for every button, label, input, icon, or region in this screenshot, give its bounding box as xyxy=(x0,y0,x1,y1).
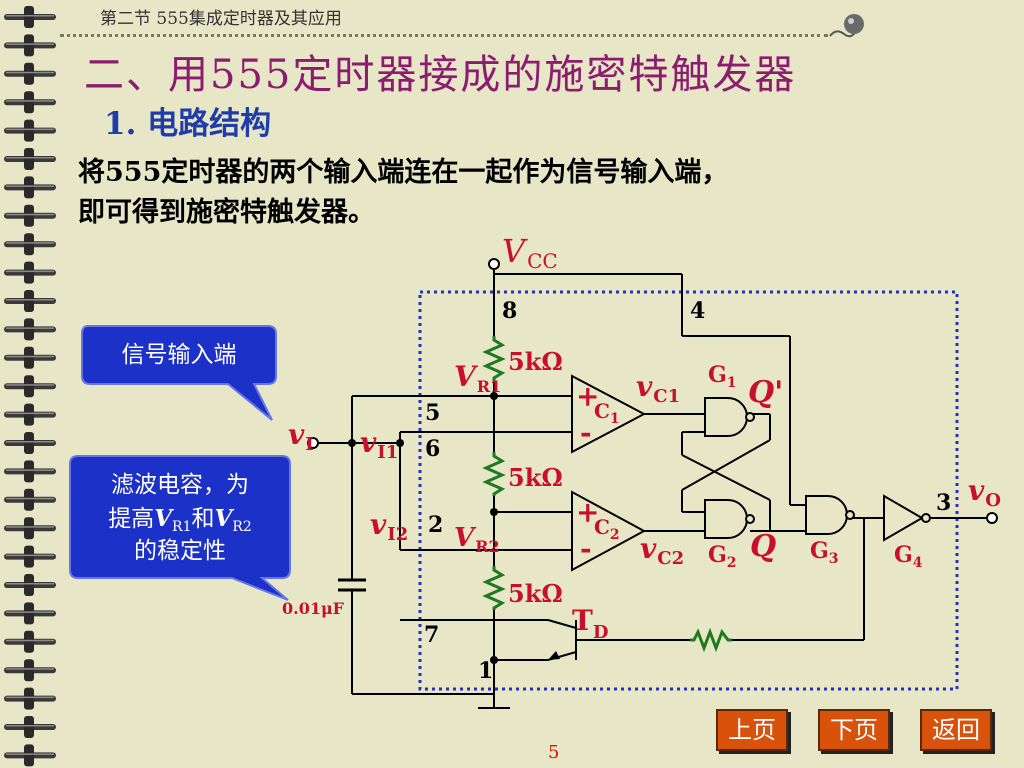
resistor-feedback xyxy=(690,627,732,653)
callout-filter-line-1: 滤波电容，为 xyxy=(111,472,249,498)
binding-ring xyxy=(4,91,56,114)
vo-label: vO xyxy=(968,474,1001,511)
capacitor-label: 0.01μF xyxy=(282,599,345,618)
resistor-r1-label: 5kΩ xyxy=(508,347,563,376)
pin-1-label: 1 xyxy=(478,658,493,684)
callout-filter-capacitor xyxy=(69,455,291,601)
transistor-td-label: TD xyxy=(572,604,608,643)
binding-ring xyxy=(4,148,56,170)
gate-g3-label: G3 xyxy=(810,538,839,567)
comparator-c2-label: C2 xyxy=(594,515,620,543)
notebook-binding xyxy=(4,6,56,767)
comparator-c2 xyxy=(571,490,647,572)
gate-g4 xyxy=(883,494,924,542)
binding-ring xyxy=(4,517,56,540)
binding-ring xyxy=(4,630,56,653)
chip-boundary xyxy=(418,290,959,691)
binding-ring xyxy=(4,432,56,454)
prev-page-button[interactable]: 上页 xyxy=(716,709,788,751)
q-prime-label: Q' xyxy=(748,375,783,410)
section-subtitle: 1. 电路结构 xyxy=(104,106,272,142)
gate-g1 xyxy=(704,397,748,437)
comparator-c1-label: C1 xyxy=(594,399,620,427)
comparator-c2-plus: + xyxy=(576,496,599,529)
binding-ring xyxy=(4,659,56,682)
binding-ring xyxy=(4,261,56,284)
pin-6-label: 6 xyxy=(425,436,440,462)
resistor-r3-label: 5kΩ xyxy=(508,579,563,608)
header-divider xyxy=(60,34,828,37)
vi-label: vI xyxy=(288,418,314,455)
binding-ring xyxy=(4,375,56,398)
pin-5-label: 5 xyxy=(425,400,440,426)
resistor-r3 xyxy=(482,566,506,610)
vr1-label: VR1 xyxy=(454,360,501,396)
callout-signal-input-text: 信号输入端 xyxy=(122,342,237,368)
vo-terminal xyxy=(986,512,998,524)
binding-ring xyxy=(4,716,56,738)
binding-ring xyxy=(4,488,56,511)
binding-ring xyxy=(4,318,56,341)
callout-filter-line-3: 的稳定性 xyxy=(134,538,226,564)
binding-ring xyxy=(4,744,56,767)
binding-ring xyxy=(4,6,56,28)
gate-g1-label: G1 xyxy=(708,362,737,391)
binding-ring xyxy=(4,574,56,596)
pin-4-label: 4 xyxy=(690,298,705,324)
comparator-c1-plus: + xyxy=(576,380,599,413)
transistor-arrow xyxy=(548,651,560,660)
vcc-terminal xyxy=(488,258,500,270)
binding-ring xyxy=(4,460,56,483)
page-title: 二、用555定时器接成的施密特触发器 xyxy=(84,52,797,98)
pin-7-label: 7 xyxy=(424,622,439,648)
binding-ring xyxy=(4,545,56,568)
page-number: 5 xyxy=(548,742,560,763)
binding-ring xyxy=(4,119,56,142)
binding-ring xyxy=(4,233,56,256)
callout-signal-input xyxy=(81,325,277,421)
comparator-c1 xyxy=(571,374,647,454)
binding-ring xyxy=(4,346,56,369)
binding-ring xyxy=(4,62,56,85)
comparator-c2-minus: - xyxy=(580,532,592,565)
pin-3-label: 3 xyxy=(936,490,951,516)
binding-ring xyxy=(4,176,56,199)
gate-g2 xyxy=(704,499,748,539)
binding-ring xyxy=(4,602,56,625)
header-decoration-icon xyxy=(829,14,864,38)
resistor-r2 xyxy=(482,452,506,496)
vc1-label: vC1 xyxy=(636,370,680,407)
vr2-label: VR2 xyxy=(454,523,500,556)
binding-ring xyxy=(4,34,56,57)
section-title: 第二节 555集成定时器及其应用 xyxy=(100,9,342,29)
vi2-label: vI2 xyxy=(370,508,408,545)
description-line-2: 即可得到施密特触发器。 xyxy=(78,197,375,228)
gate-g2-label: G2 xyxy=(708,542,737,571)
q-label: Q xyxy=(750,529,776,564)
vi-terminal xyxy=(307,437,319,449)
comparator-c1-minus: - xyxy=(580,416,592,449)
vi1-label: vI1 xyxy=(360,426,398,463)
description-line-1: 将555定时器的两个输入端连在一起作为信号输入端， xyxy=(78,157,729,188)
resistor-r1 xyxy=(482,336,506,382)
binding-ring xyxy=(4,403,56,426)
binding-ring xyxy=(4,204,56,227)
back-button[interactable]: 返回 xyxy=(920,709,992,751)
pin-8-label: 8 xyxy=(502,298,517,324)
resistor-r2-label: 5kΩ xyxy=(508,463,563,492)
callout-filter-line-2: 提高VR1和VR2 xyxy=(108,505,252,535)
binding-ring xyxy=(4,290,56,312)
gate-g4-label: G4 xyxy=(894,542,923,571)
next-page-button[interactable]: 下页 xyxy=(818,709,890,751)
binding-ring xyxy=(4,687,56,710)
vc2-label: vC2 xyxy=(640,532,684,569)
pin-2-label: 2 xyxy=(428,512,443,538)
gate-g3 xyxy=(805,495,848,535)
